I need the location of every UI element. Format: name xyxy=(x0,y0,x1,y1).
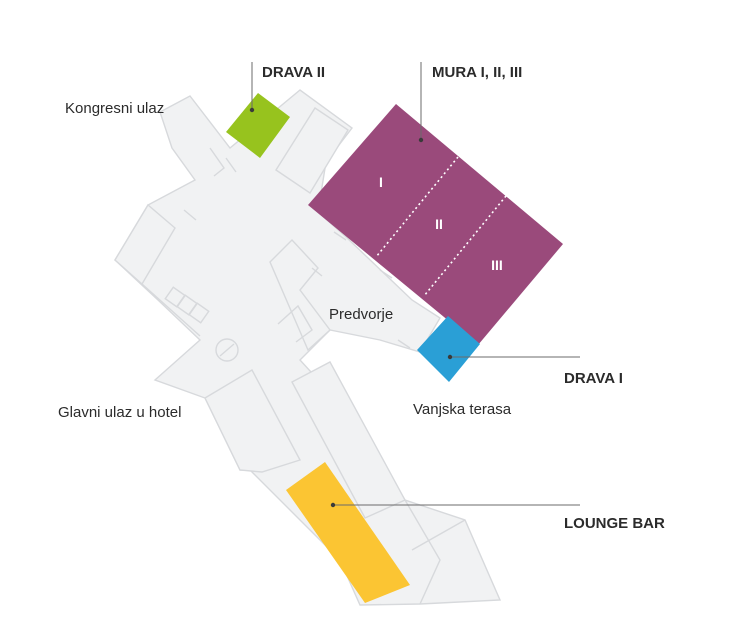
label-glavni-ulaz: Glavni ulaz u hotel xyxy=(58,404,181,421)
label-predvorje: Predvorje xyxy=(329,306,393,323)
mura-divider-1 xyxy=(375,156,459,258)
mura-divider-2 xyxy=(423,195,507,297)
mura-hall[interactable] xyxy=(308,104,563,345)
label-mura: MURA I, II, III xyxy=(432,64,522,81)
drava-ii-hall[interactable] xyxy=(226,93,290,158)
label-lounge-bar: LOUNGE BAR xyxy=(564,515,665,532)
upper-block xyxy=(275,107,349,194)
label-kongresni-ulaz: Kongresni ulaz xyxy=(65,100,164,117)
lower-room-west xyxy=(204,369,302,473)
leader-lines xyxy=(249,62,580,508)
west-room xyxy=(114,203,176,286)
drava-i-hall[interactable] xyxy=(417,316,480,382)
lounge-bar-area[interactable] xyxy=(286,462,410,603)
label-drava-i: DRAVA I xyxy=(564,370,623,387)
mura-room-iii: III xyxy=(491,257,503,273)
mura-room-i: I xyxy=(379,174,383,190)
central-island xyxy=(269,238,331,352)
interior-walls xyxy=(114,107,466,605)
label-drava-ii: DRAVA II xyxy=(262,64,325,81)
label-vanjska-terasa: Vanjska terasa xyxy=(413,401,512,418)
mura-room-ii: II xyxy=(435,216,443,232)
